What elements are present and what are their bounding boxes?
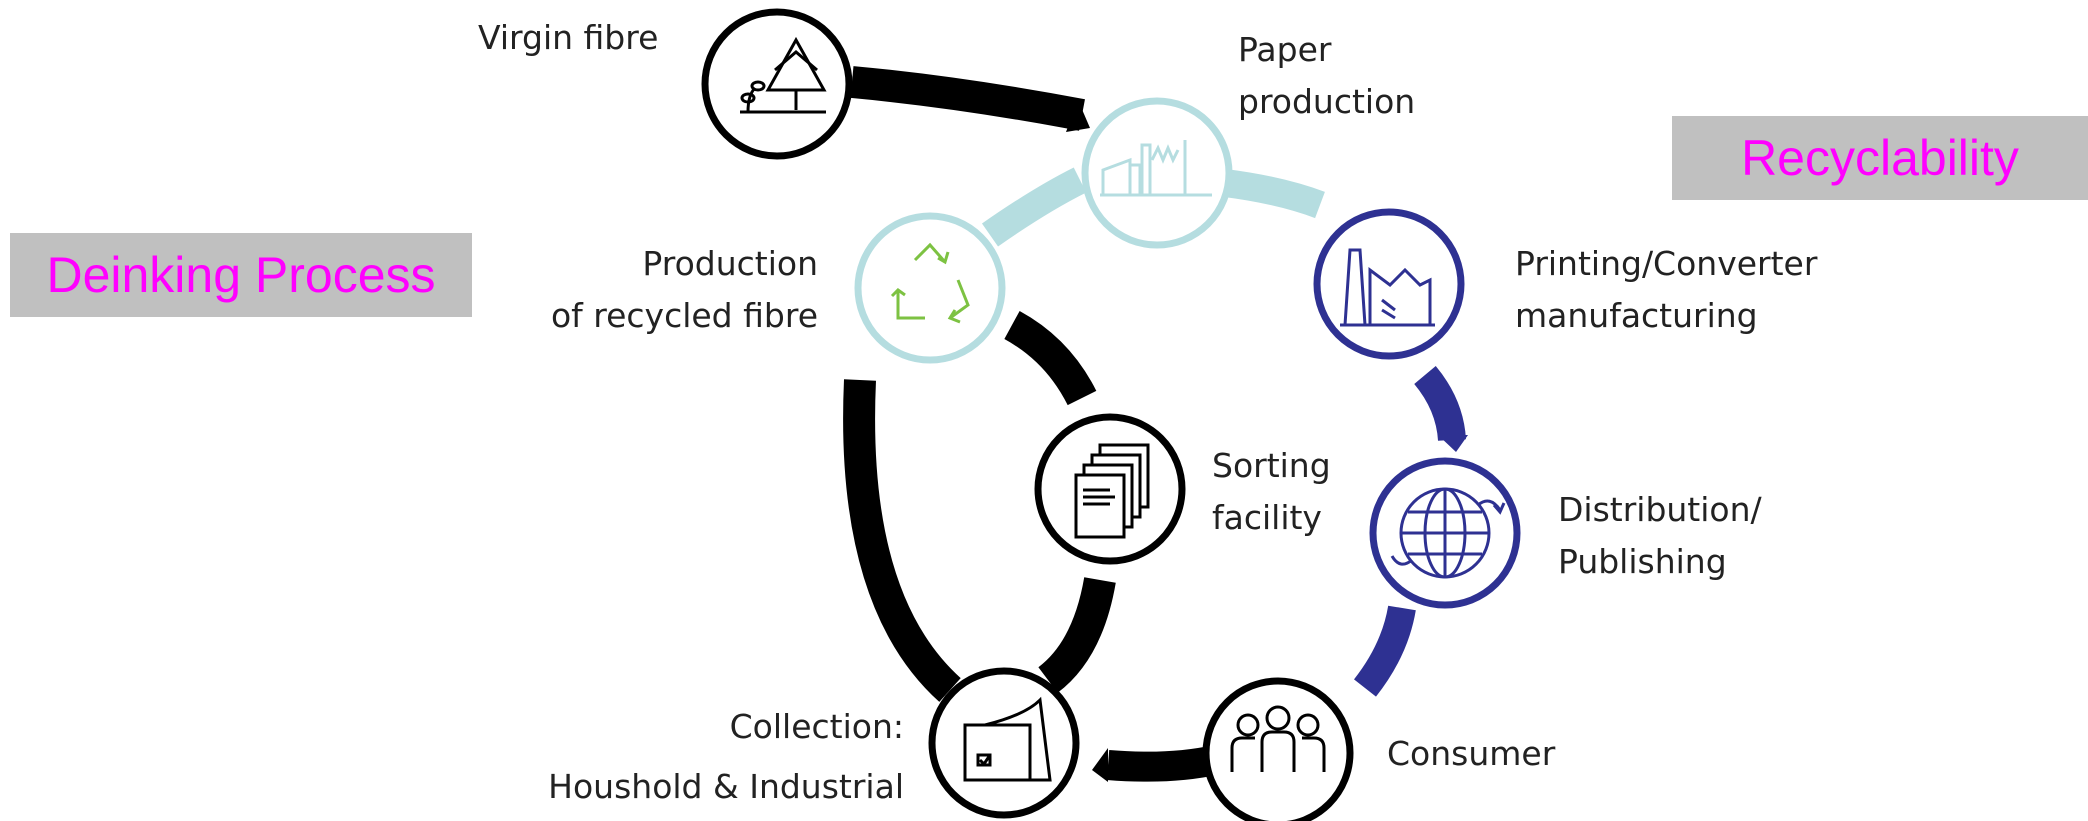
label-recycled-fibre-line-2: of recycled fibre [550, 296, 818, 335]
node-recycled-fibre [854, 212, 1006, 364]
label-printing: Printing/Converter manufacturing [1515, 238, 1817, 342]
connector-recycled-to-paper [981, 167, 1087, 247]
node-paper-production [1081, 97, 1233, 249]
tree-icon [740, 36, 827, 114]
deinking-process-tag: Deinking Process [10, 233, 472, 317]
label-sorting: Sorting facility [1212, 440, 1331, 544]
node-collection [928, 667, 1080, 819]
node-distribution [1369, 457, 1521, 609]
printing-factory-icon [1340, 248, 1435, 327]
label-distribution: Distribution/ Publishing [1558, 484, 1762, 588]
label-sorting-line-1: Sorting [1212, 446, 1331, 485]
connector-distribution-to-consumer [1353, 605, 1416, 697]
label-distribution-line-2: Publishing [1558, 542, 1727, 581]
label-recycled-fibre: Production of recycled fibre [551, 238, 818, 342]
arrow-consumer-to-collection [1092, 748, 1108, 782]
node-printing [1313, 208, 1465, 360]
connector-printing-to-distribution [1414, 366, 1466, 442]
recycle-icon [890, 242, 970, 324]
connector-paper-to-printing [1223, 169, 1325, 219]
label-paper-production-line-2: production [1238, 82, 1416, 121]
label-sorting-line-2: facility [1212, 498, 1322, 537]
cycle-connectors [843, 66, 1468, 782]
label-consumer: Consumer [1387, 734, 1556, 773]
node-sorting [1034, 413, 1186, 565]
label-paper-production: Paper production [1238, 24, 1415, 128]
factory-icon [1100, 140, 1212, 197]
connector-virgin-to-paper [850, 66, 1085, 131]
label-virgin-fibre: Virgin fibre [478, 18, 659, 57]
label-collection: Collection: Houshold & Industrial [548, 697, 904, 817]
label-printing-line-2: manufacturing [1515, 296, 1758, 335]
label-recycled-fibre-line-1: Production [642, 244, 818, 283]
documents-icon [1074, 443, 1150, 539]
recyclability-tag: Recyclability [1672, 116, 2088, 200]
connector-sorting-to-recycled [1004, 310, 1097, 406]
node-consumer [1202, 677, 1354, 821]
connector-collection-to-recycled [843, 379, 961, 702]
people-icon [1230, 705, 1326, 772]
arrow-printing-to-distribution [1438, 435, 1468, 452]
label-distribution-line-1: Distribution/ [1558, 490, 1762, 529]
collection-bin-icon [963, 696, 1052, 782]
arrow-virgin-to-paper [1066, 100, 1090, 132]
label-printing-line-1: Printing/Converter [1515, 244, 1818, 283]
globe-icon [1390, 487, 1506, 579]
node-virgin-fibre [701, 8, 853, 160]
label-collection-line-2: Houshold & Industrial [548, 767, 904, 806]
label-collection-line-1: Collection: [729, 707, 904, 746]
connector-collection-to-sorting [1037, 577, 1116, 693]
label-paper-production-line-1: Paper [1238, 30, 1332, 69]
connector-consumer-to-collection [1106, 745, 1219, 782]
